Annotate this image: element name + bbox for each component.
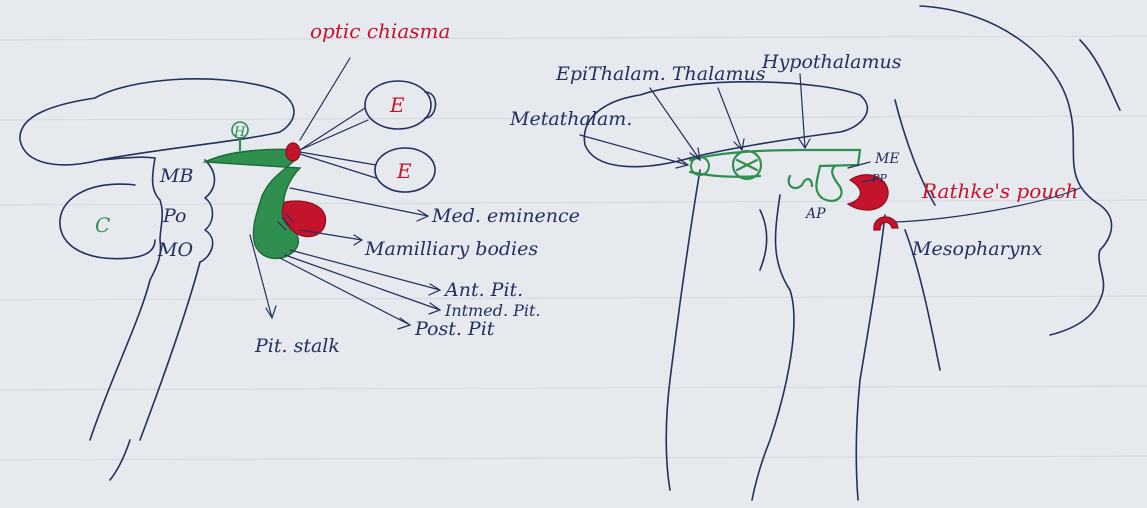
median-eminence-right-label: ME [874,151,900,167]
eye-label-upper: E [389,93,405,117]
metathalamus-label: Metathalam. [509,108,632,130]
posterior-pituitary-label: Post. Pit [414,318,495,340]
right-diencephalon-green [690,150,860,201]
optic-chiasma-shape [286,143,300,161]
rathkes-pouch-label: Rathke's pouch [921,179,1078,203]
rathkes-pouch-shape [874,217,898,230]
left-brain-outline [20,79,294,480]
left-eye-upper: E [300,81,436,150]
median-eminence-label: Med. eminence [431,205,580,227]
optic-chiasma-pointer [300,58,350,140]
eye-label-lower: E [396,159,412,183]
medulla-label: MO [157,239,193,261]
cerebellum-label: C [95,213,110,237]
posterior-pituitary-right-label: PP [871,172,887,185]
pituitary-stalk-label: Pit. stalk [254,335,340,357]
epithalamus-thalamus-label: EpiThalam. Thalamus [555,63,766,85]
mesopharynx-label: Mesopharynx [911,238,1043,260]
anterior-pituitary-label: Ant. Pit. [443,279,523,301]
pons-label: Po [162,205,186,227]
left-eye-lower: E [300,148,435,192]
anterior-pituitary-right-label: AP [804,206,826,222]
midbrain-label: MB [159,165,193,187]
hypothalamus-label: Hypothalamus [761,51,902,73]
mammillary-bodies-label: Mamilliary bodies [364,238,538,260]
optic-chiasma-label: optic chiasma [310,19,450,43]
